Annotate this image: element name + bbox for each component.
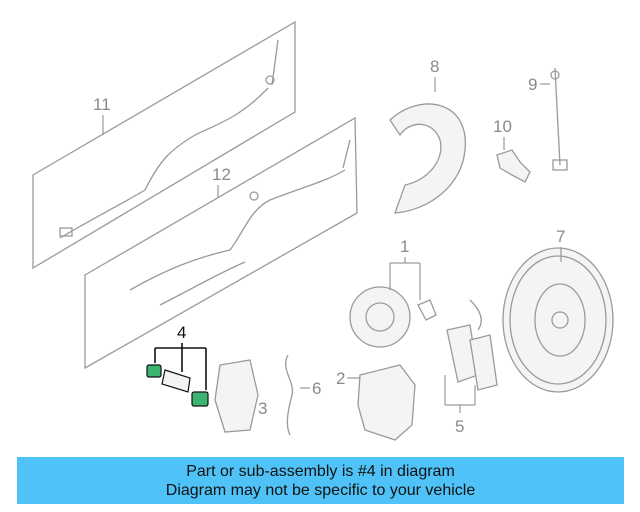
wheel-hub-1	[349, 286, 437, 348]
callout-12: 12	[212, 165, 231, 184]
callout-2: 2	[336, 369, 345, 388]
callout-1: 1	[400, 237, 409, 256]
callout-9: 9	[528, 75, 537, 94]
leader-4	[154, 343, 207, 390]
caliper-carrier-3	[214, 359, 259, 433]
spring-clip-6	[285, 354, 294, 436]
leader-1	[389, 257, 421, 300]
banner-line-1: Part or sub-assembly is #4 in diagram	[186, 462, 455, 480]
callout-6: 6	[312, 379, 321, 398]
callout-3: 3	[258, 399, 267, 418]
callout-8: 8	[430, 57, 439, 76]
guide-pin-kit-4	[146, 364, 209, 407]
callout-7: 7	[556, 227, 565, 246]
sensor-wire-panel-11	[32, 20, 296, 270]
brake-rotor-7	[502, 247, 614, 393]
parts-diagram: 11 12 8 9 10 1 2 3	[32, 20, 614, 441]
dust-shield-8	[389, 103, 466, 214]
sensor-9	[550, 67, 568, 171]
caliper-2	[357, 364, 416, 441]
brake-pads-5	[446, 299, 498, 391]
leader-5	[444, 375, 476, 413]
callout-11: 11	[93, 95, 111, 114]
callout-5: 5	[455, 417, 464, 436]
banner-line-2: Diagram may not be specific to your vehi…	[165, 481, 476, 499]
info-banner: Part or sub-assembly is #4 in diagram Di…	[17, 457, 624, 504]
callout-10: 10	[493, 117, 512, 136]
sensor-10	[496, 149, 531, 183]
sensor-wire-panel-12	[84, 116, 358, 370]
callout-4: 4	[177, 323, 186, 342]
